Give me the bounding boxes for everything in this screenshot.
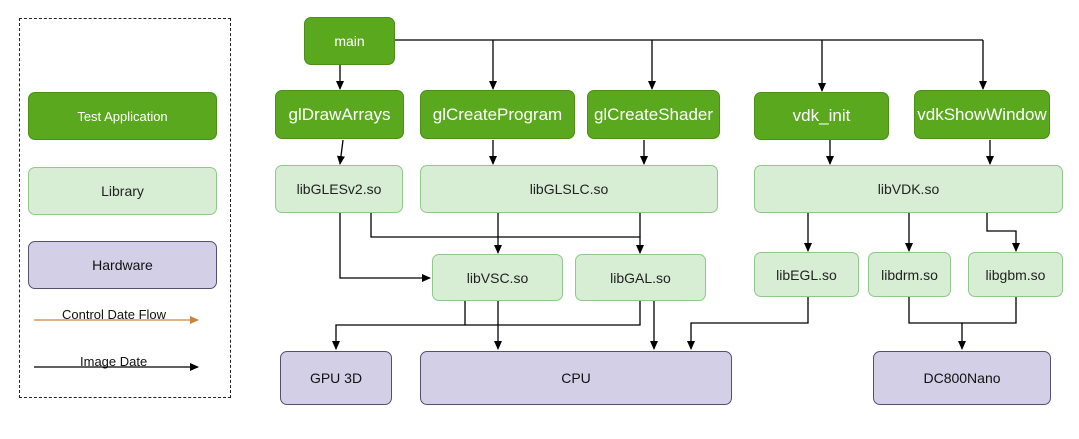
edge-libgbm-dc800nano xyxy=(962,297,1017,324)
node-dc800nano-label: DC800Nano xyxy=(923,370,1001,386)
node-gpu3d-label: GPU 3D xyxy=(309,370,363,386)
node-libgbm: libgbm.so xyxy=(968,252,1063,297)
legend-control-flow-label: Control Date Flow xyxy=(62,307,167,322)
legend-library-label: Library xyxy=(101,183,144,199)
legend-application-label: Test Application xyxy=(77,108,168,124)
node-cpu-label: CPU xyxy=(561,370,591,386)
node-libvdk: libVDK.so xyxy=(754,165,1063,213)
node-libvdk-label: libVDK.so xyxy=(877,181,940,197)
edge-libgal-gpu3d xyxy=(465,301,641,326)
node-libglslc: libGLSLC.so xyxy=(420,165,718,213)
node-glcreateprogram-label: glCreateProgram xyxy=(432,104,563,124)
edge-libglesv2-libvsc xyxy=(339,213,431,282)
node-gldrawarrays: glDrawArrays xyxy=(275,90,404,139)
legend-hardware-box: Hardware xyxy=(28,241,217,289)
node-vdkinit-label: vdk_init xyxy=(792,106,851,125)
legend-application-box: Test Application xyxy=(28,92,217,140)
node-vdkinit: vdk_init xyxy=(754,92,889,140)
node-libgbm-label: libgbm.so xyxy=(985,266,1046,283)
edge-libglesv2-libgal xyxy=(370,213,644,254)
node-main: main xyxy=(304,17,395,65)
node-dc800nano: DC800Nano xyxy=(873,351,1051,405)
node-gpu3d: GPU 3D xyxy=(280,351,392,405)
edge-libvdk-libgbm xyxy=(986,213,1020,252)
node-libdrm-label: libdrm.so xyxy=(881,266,938,283)
edge-libegl-cpu xyxy=(687,297,809,350)
node-cpu: CPU xyxy=(420,351,732,405)
node-libgal-label: libGAL.so xyxy=(610,269,671,286)
node-libegl-label: libEGL.so xyxy=(776,266,837,283)
edge-libdrm-dc800nano xyxy=(908,297,966,350)
node-main-label: main xyxy=(334,33,365,49)
legend-frame xyxy=(19,18,231,398)
node-glcreateshader: glCreateShader xyxy=(587,90,720,139)
legend-library-box: Library xyxy=(28,167,217,215)
node-libglesv2-label: libGLESv2.so xyxy=(296,181,382,197)
node-libegl: libEGL.so xyxy=(754,252,859,297)
edge-libvsc-gpu3d xyxy=(332,301,466,350)
node-libvsc-label: libVSC.so xyxy=(466,269,529,286)
node-glcreateprogram: glCreateProgram xyxy=(420,90,575,139)
node-libglslc-label: libGLSLC.so xyxy=(529,181,609,197)
node-libdrm: libdrm.so xyxy=(868,252,951,297)
node-libglesv2: libGLESv2.so xyxy=(275,165,403,213)
edge-gldrawarrays-libglesv2 xyxy=(337,139,345,165)
node-vdkshowwindow: vdkShowWindow xyxy=(914,90,1050,139)
node-libvsc: libVSC.so xyxy=(432,254,563,301)
legend-image-flow-label: Image Date xyxy=(80,354,148,369)
node-libgal: libGAL.so xyxy=(575,254,706,301)
node-gldrawarrays-label: glDrawArrays xyxy=(288,104,391,124)
node-glcreateshader-label: glCreateShader xyxy=(593,104,714,124)
legend-hardware-label: Hardware xyxy=(92,257,153,273)
node-vdkshowwindow-label: vdkShowWindow xyxy=(917,104,1047,124)
